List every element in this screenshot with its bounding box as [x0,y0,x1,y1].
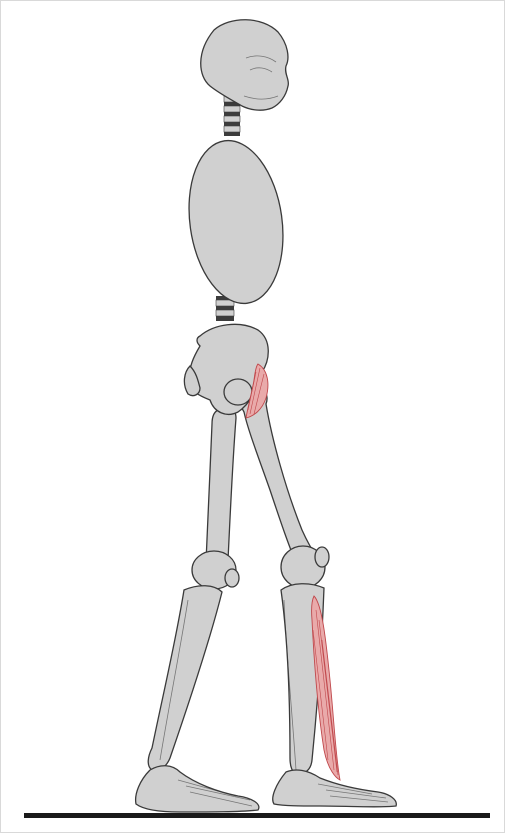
ground-line [24,813,490,818]
ribcage [179,134,293,309]
back-patella [315,547,329,567]
skull [201,20,289,110]
front-tibia [148,586,222,771]
front-patella [225,569,239,587]
front-femur [206,407,236,562]
back-leg [241,387,396,807]
hip-joint [224,379,252,405]
front-leg [136,407,259,812]
